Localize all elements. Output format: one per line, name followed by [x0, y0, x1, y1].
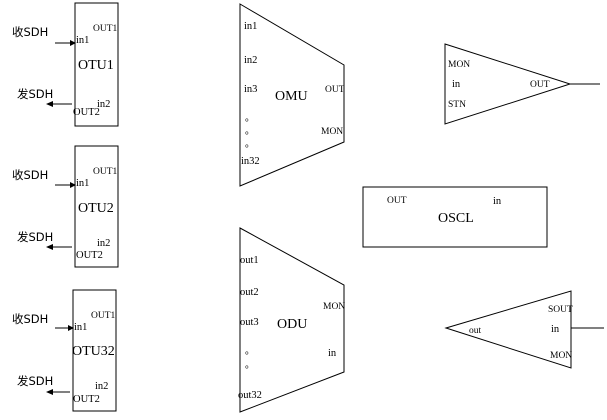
omu-ellipsis-dot: 。	[245, 127, 255, 137]
omu-multiplexer: in1 in2 in3 。 。 。 in32 OMU OUT MON	[239, 3, 345, 187]
omu-ellipsis-dot: 。	[245, 114, 255, 124]
preamp-out-port: out	[469, 326, 482, 336]
in2-port: in2	[95, 381, 108, 392]
omu-out-port: OUT	[325, 85, 345, 95]
in1-port: in1	[76, 178, 89, 189]
tx-arrow-head	[46, 244, 53, 250]
oscl-in-port: in	[493, 196, 502, 207]
otu-name: OTU32	[72, 344, 115, 359]
otu-unit-32: 收SDH in1 OUT1 OTU32 发SDH in2 OUT2	[12, 289, 117, 412]
odu-demultiplexer: out1 out2 out3 。 。 out32 ODU MON in	[238, 227, 345, 413]
rx-sdh-label: 收SDH	[12, 25, 48, 39]
rx-sdh-label: 收SDH	[12, 312, 48, 326]
out2-port: OUT2	[76, 250, 103, 261]
omu-name: OMU	[275, 89, 308, 104]
in2-port: in2	[97, 238, 110, 249]
out1-port: OUT1	[91, 311, 116, 321]
otu-box	[72, 289, 117, 412]
oscl-unit: OUT in OSCL	[362, 186, 548, 248]
otu-name: OTU2	[78, 201, 114, 216]
omu-shape	[239, 3, 345, 187]
preamp-in-port: in	[551, 324, 560, 335]
otu-unit-1: 收SDH in1 OUT1 OTU1 发SDH in2 OUT2	[12, 2, 119, 127]
rx-arrow-head	[70, 182, 76, 188]
odu-output-3: out3	[240, 317, 259, 328]
otu-name: OTU1	[78, 58, 114, 73]
otu-unit-2: 收SDH in1 OUT1 OTU2 发SDH in2 OUT2	[12, 145, 119, 268]
odu-mon-port: MON	[323, 302, 345, 312]
rx-sdh-label: 收SDH	[12, 168, 48, 182]
out2-port: OUT2	[73, 107, 100, 118]
tx-sdh-label: 发SDH	[17, 87, 53, 101]
odu-output-32: out32	[238, 390, 262, 401]
booster-amplifier: MON in STN OUT	[444, 43, 600, 125]
in2-port: in2	[97, 99, 110, 110]
tx-arrow-head	[46, 389, 53, 395]
odu-ellipsis-dot: 。	[245, 361, 255, 371]
odu-in-port: in	[328, 348, 337, 359]
rx-arrow-head	[70, 40, 76, 46]
tx-sdh-label: 发SDH	[17, 374, 53, 388]
rx-arrow-head	[68, 325, 74, 331]
odu-name: ODU	[277, 317, 307, 332]
omu-ellipsis-dot: 。	[245, 140, 255, 150]
omu-mon-port: MON	[321, 127, 343, 137]
booster-in-port: in	[452, 79, 461, 90]
odu-output-2: out2	[240, 287, 259, 298]
odu-output-1: out1	[240, 255, 259, 266]
in1-port: in1	[76, 35, 89, 46]
preamp-triangle	[444, 290, 572, 369]
odu-shape	[239, 227, 345, 413]
oscl-name: OSCL	[438, 211, 474, 226]
booster-mon-port: MON	[448, 60, 470, 70]
omu-input-2: in2	[244, 55, 257, 66]
in1-port: in1	[74, 322, 87, 333]
booster-triangle	[444, 43, 572, 125]
preamp-sout-port: SOUT	[548, 305, 573, 315]
out1-port: OUT1	[93, 167, 118, 177]
out2-port: OUT2	[73, 394, 100, 405]
booster-stn-port: STN	[448, 100, 466, 110]
oscl-box	[362, 186, 548, 248]
omu-input-1: in1	[244, 21, 257, 32]
tx-sdh-label: 发SDH	[17, 230, 53, 244]
tx-arrow-head	[46, 101, 53, 107]
otu-box	[74, 145, 119, 268]
oscl-out-port: OUT	[387, 196, 407, 206]
booster-out-port: OUT	[530, 80, 550, 90]
omu-input-3: in3	[244, 84, 257, 95]
preamp-mon-port: MON	[550, 351, 572, 361]
omu-input-32: in32	[241, 156, 260, 167]
odu-ellipsis-dot: 。	[245, 347, 255, 357]
otu-box	[74, 2, 119, 127]
pre-amplifier: SOUT in MON out	[444, 290, 604, 369]
out1-port: OUT1	[93, 24, 118, 34]
